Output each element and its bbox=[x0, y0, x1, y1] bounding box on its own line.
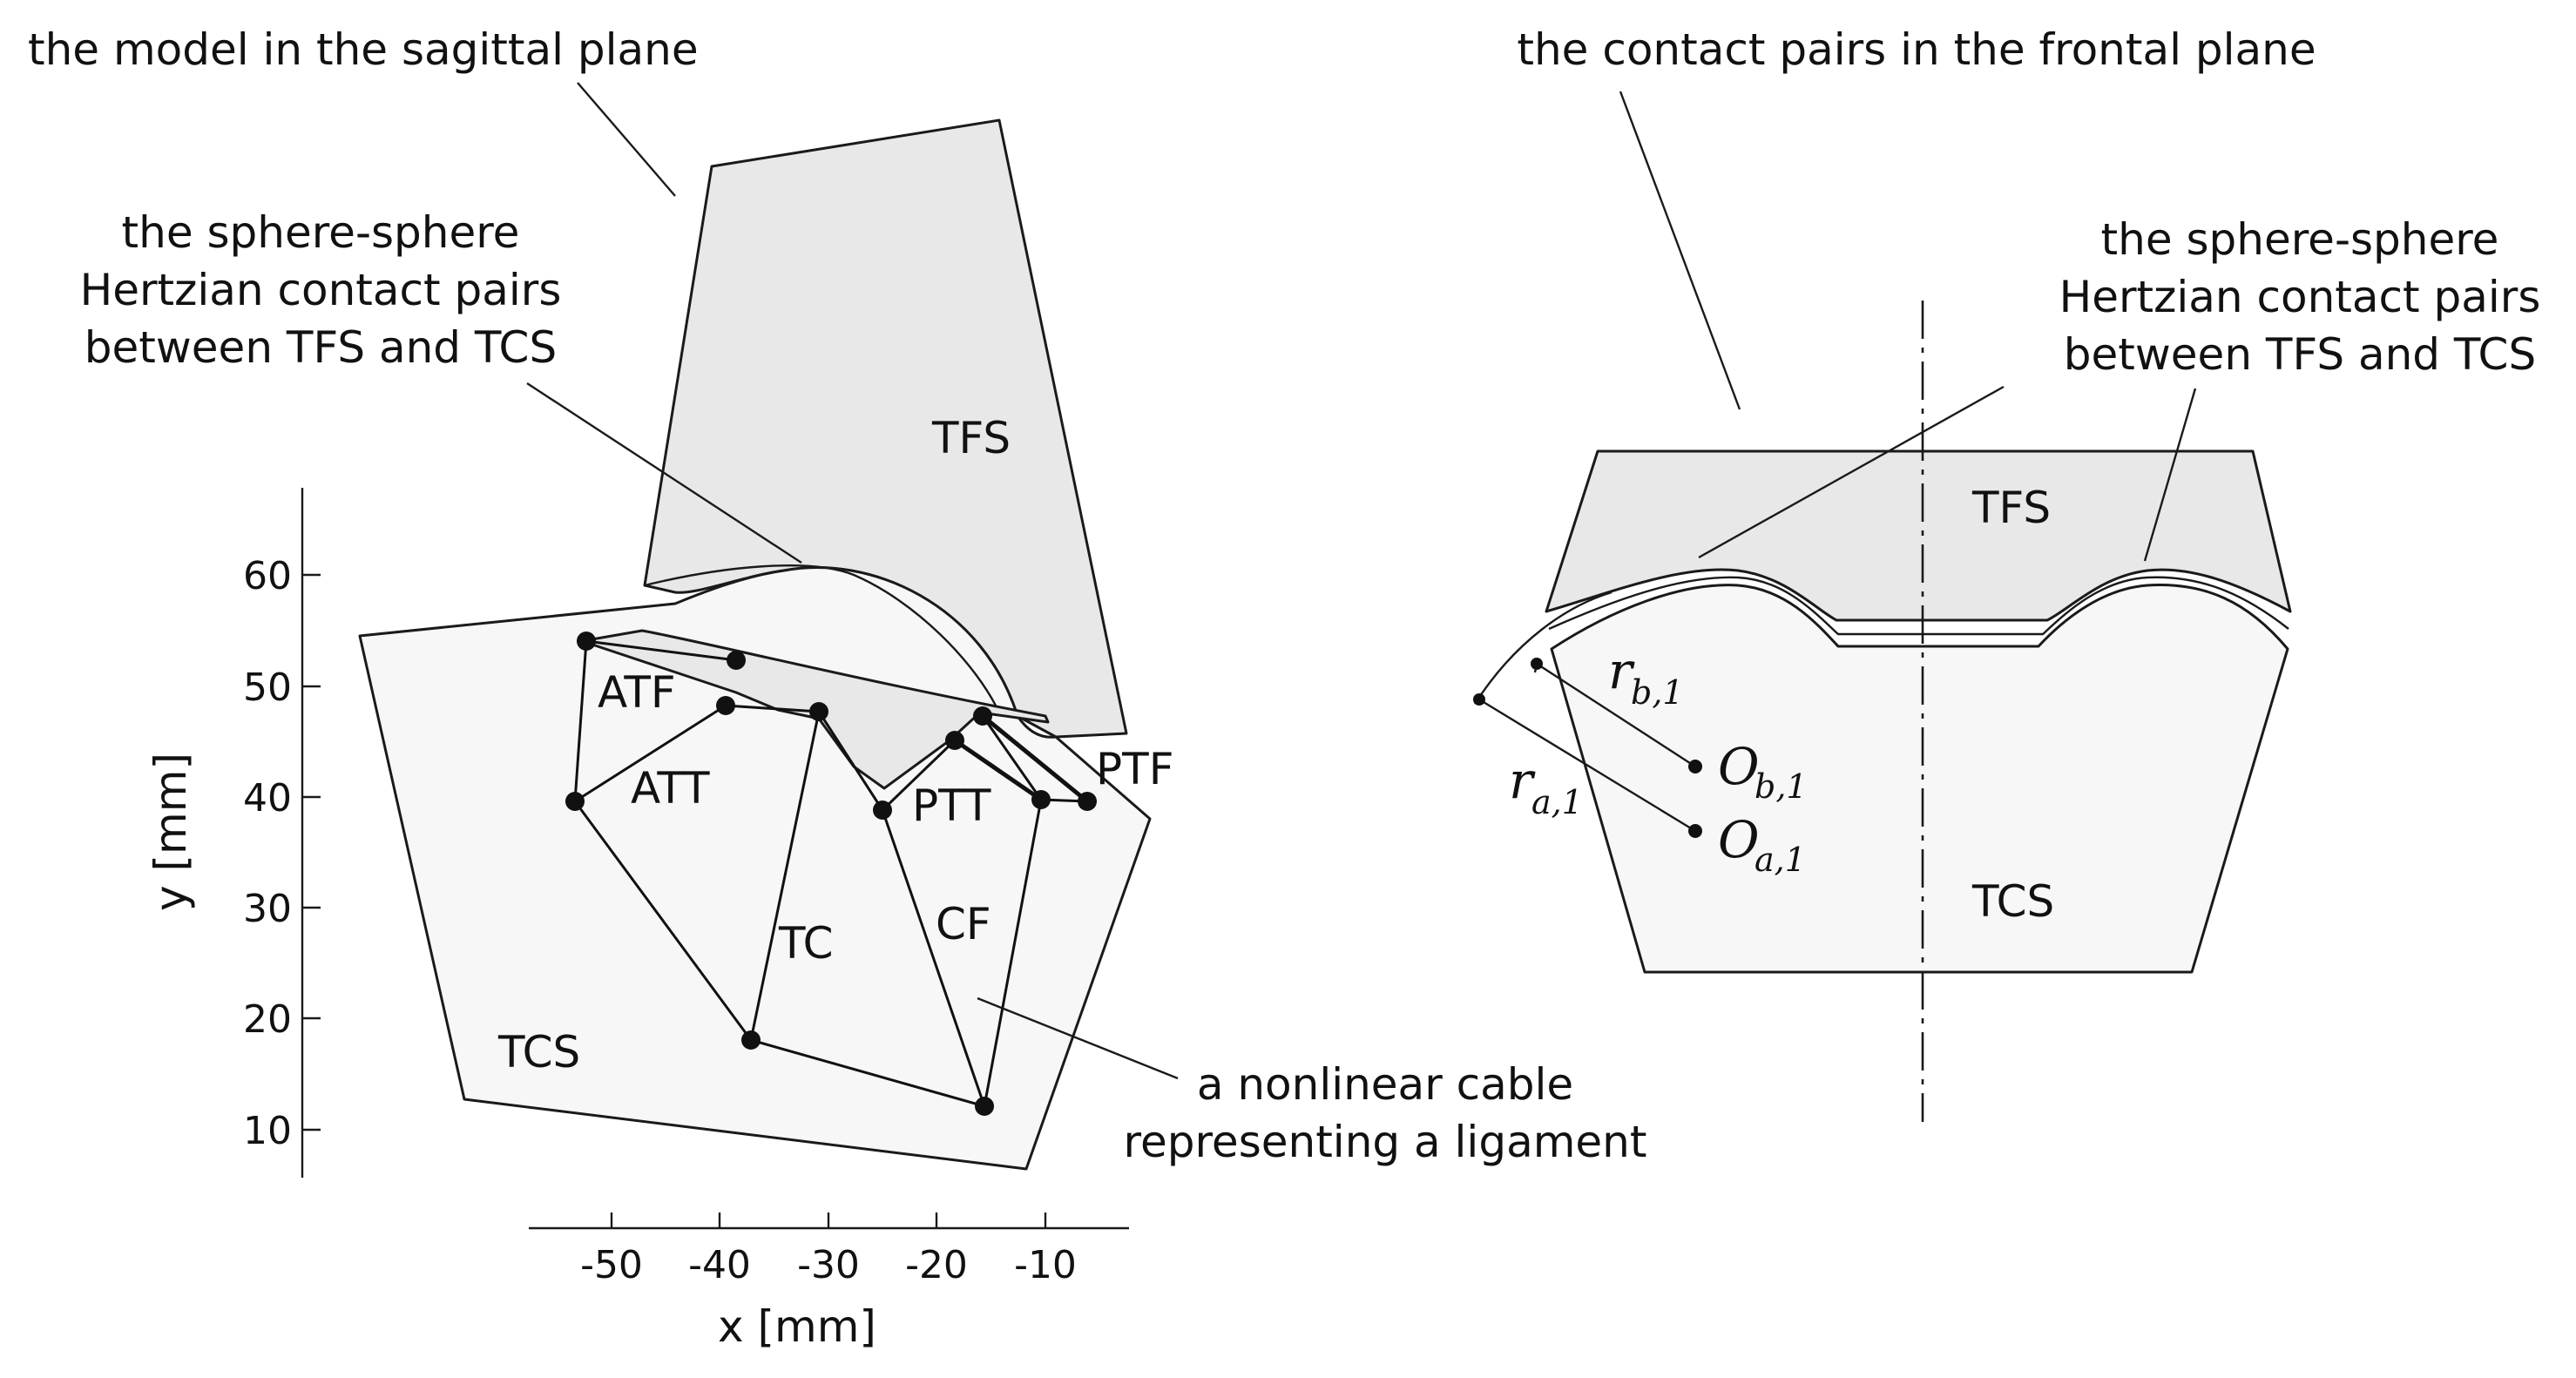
tfs-body-frontal bbox=[1545, 449, 2292, 622]
x-tick-label: -10 bbox=[1014, 1243, 1077, 1287]
sagittal-contact-arc bbox=[644, 564, 1002, 715]
frontal-plane-model: TFS TCS r b,1 r a,1 O b,1 O a,1 bbox=[1473, 301, 2292, 1122]
tfs-label-sagittal: TFS bbox=[931, 413, 1011, 463]
y-axis-label: y [mm] bbox=[145, 753, 196, 911]
ligament-label-atf: ATF bbox=[598, 667, 676, 718]
cable-annotation-line-2: representing a ligament bbox=[1124, 1117, 1647, 1167]
tcs-body-frontal bbox=[1550, 584, 2289, 974]
ligament-label-ptt: PTT bbox=[912, 780, 991, 831]
tfs-label-frontal: TFS bbox=[1971, 483, 2051, 533]
frontal-contact-annotation-line-2: Hertzian contact pairs bbox=[2059, 272, 2541, 322]
y-tick-label: 20 bbox=[243, 997, 292, 1042]
y-axis: 60 50 40 30 20 10 y [mm] bbox=[145, 488, 321, 1178]
x-axis: -50 -40 -30 -20 -10 x [mm] bbox=[529, 1213, 1129, 1352]
ligament-label-cf: CF bbox=[936, 899, 991, 949]
x-tick-label: -30 bbox=[797, 1243, 860, 1287]
frontal-contact-annotation-line-1: the sphere-sphere bbox=[2101, 214, 2499, 265]
cable-annotation-line-1: a nonlinear cable bbox=[1197, 1059, 1573, 1110]
svg-text:a,1: a,1 bbox=[1755, 841, 1806, 879]
x-tick-label: -50 bbox=[580, 1243, 643, 1287]
sagittal-title: the model in the sagittal plane bbox=[28, 24, 699, 75]
svg-text:b,1: b,1 bbox=[1755, 767, 1808, 806]
attachment-point bbox=[1078, 792, 1097, 811]
x-tick-label: -40 bbox=[688, 1243, 751, 1287]
frontal-contact-annotation-line-3: between TFS and TCS bbox=[2064, 329, 2536, 380]
symbol-ob1: O b,1 bbox=[1718, 737, 1808, 806]
attachment-point bbox=[741, 1030, 761, 1050]
contact-annotation-line-3: between TFS and TCS bbox=[85, 322, 557, 373]
svg-text:r: r bbox=[1608, 641, 1635, 700]
attachment-point bbox=[973, 706, 992, 726]
y-tick-label: 60 bbox=[243, 554, 292, 598]
radius-arc-a bbox=[1473, 591, 1613, 705]
svg-text:O: O bbox=[1718, 737, 1760, 796]
attachment-point bbox=[975, 1097, 994, 1116]
contact-annotation-line-1: the sphere-sphere bbox=[122, 207, 520, 258]
attachment-point bbox=[1031, 790, 1051, 809]
tcs-label-sagittal: TCS bbox=[497, 1027, 580, 1077]
y-tick-label: 30 bbox=[243, 887, 292, 931]
left-annotations: the model in the sagittal plane the sphe… bbox=[28, 24, 1646, 1167]
frontal-title: the contact pairs in the frontal plane bbox=[1517, 24, 2316, 75]
attachment-point bbox=[809, 702, 828, 721]
radius-end-point bbox=[1531, 658, 1543, 670]
symbol-ra1: r a,1 bbox=[1509, 751, 1583, 821]
attachment-point bbox=[577, 632, 596, 651]
attachment-point bbox=[727, 651, 746, 670]
sagittal-model: TFS TCS ATF ATT TC PTT CF PTF bbox=[358, 118, 1173, 1171]
y-tick-label: 10 bbox=[243, 1109, 292, 1153]
center-point-oa bbox=[1688, 824, 1702, 838]
attachment-point bbox=[945, 731, 964, 750]
symbol-oa1: O a,1 bbox=[1718, 810, 1806, 879]
tcs-label-frontal: TCS bbox=[1971, 876, 2054, 927]
ligament-label-att: ATT bbox=[631, 763, 710, 814]
svg-text:O: O bbox=[1718, 810, 1760, 869]
right-annotations: the contact pairs in the frontal plane t… bbox=[1517, 24, 2541, 562]
ligament-label-tc: TC bbox=[778, 918, 834, 969]
attachment-point bbox=[565, 792, 585, 811]
attachment-point bbox=[873, 800, 892, 820]
center-point-ob bbox=[1688, 760, 1702, 773]
radius-end-point bbox=[1473, 693, 1485, 706]
svg-text:a,1: a,1 bbox=[1531, 783, 1583, 821]
svg-text:r: r bbox=[1509, 751, 1536, 810]
attachment-point bbox=[716, 696, 735, 715]
ligament-label-ptf: PTF bbox=[1096, 744, 1173, 794]
attachment-points bbox=[565, 632, 1097, 1116]
svg-text:b,1: b,1 bbox=[1631, 673, 1684, 712]
y-tick-label: 40 bbox=[243, 776, 292, 821]
x-tick-label: -20 bbox=[905, 1243, 968, 1287]
x-axis-label: x [mm] bbox=[718, 1301, 876, 1352]
frontal-contact-contour bbox=[1548, 576, 2289, 636]
symbol-rb1: r b,1 bbox=[1608, 641, 1684, 712]
contact-annotation-line-2: Hertzian contact pairs bbox=[80, 265, 562, 315]
y-tick-label: 50 bbox=[243, 665, 292, 710]
